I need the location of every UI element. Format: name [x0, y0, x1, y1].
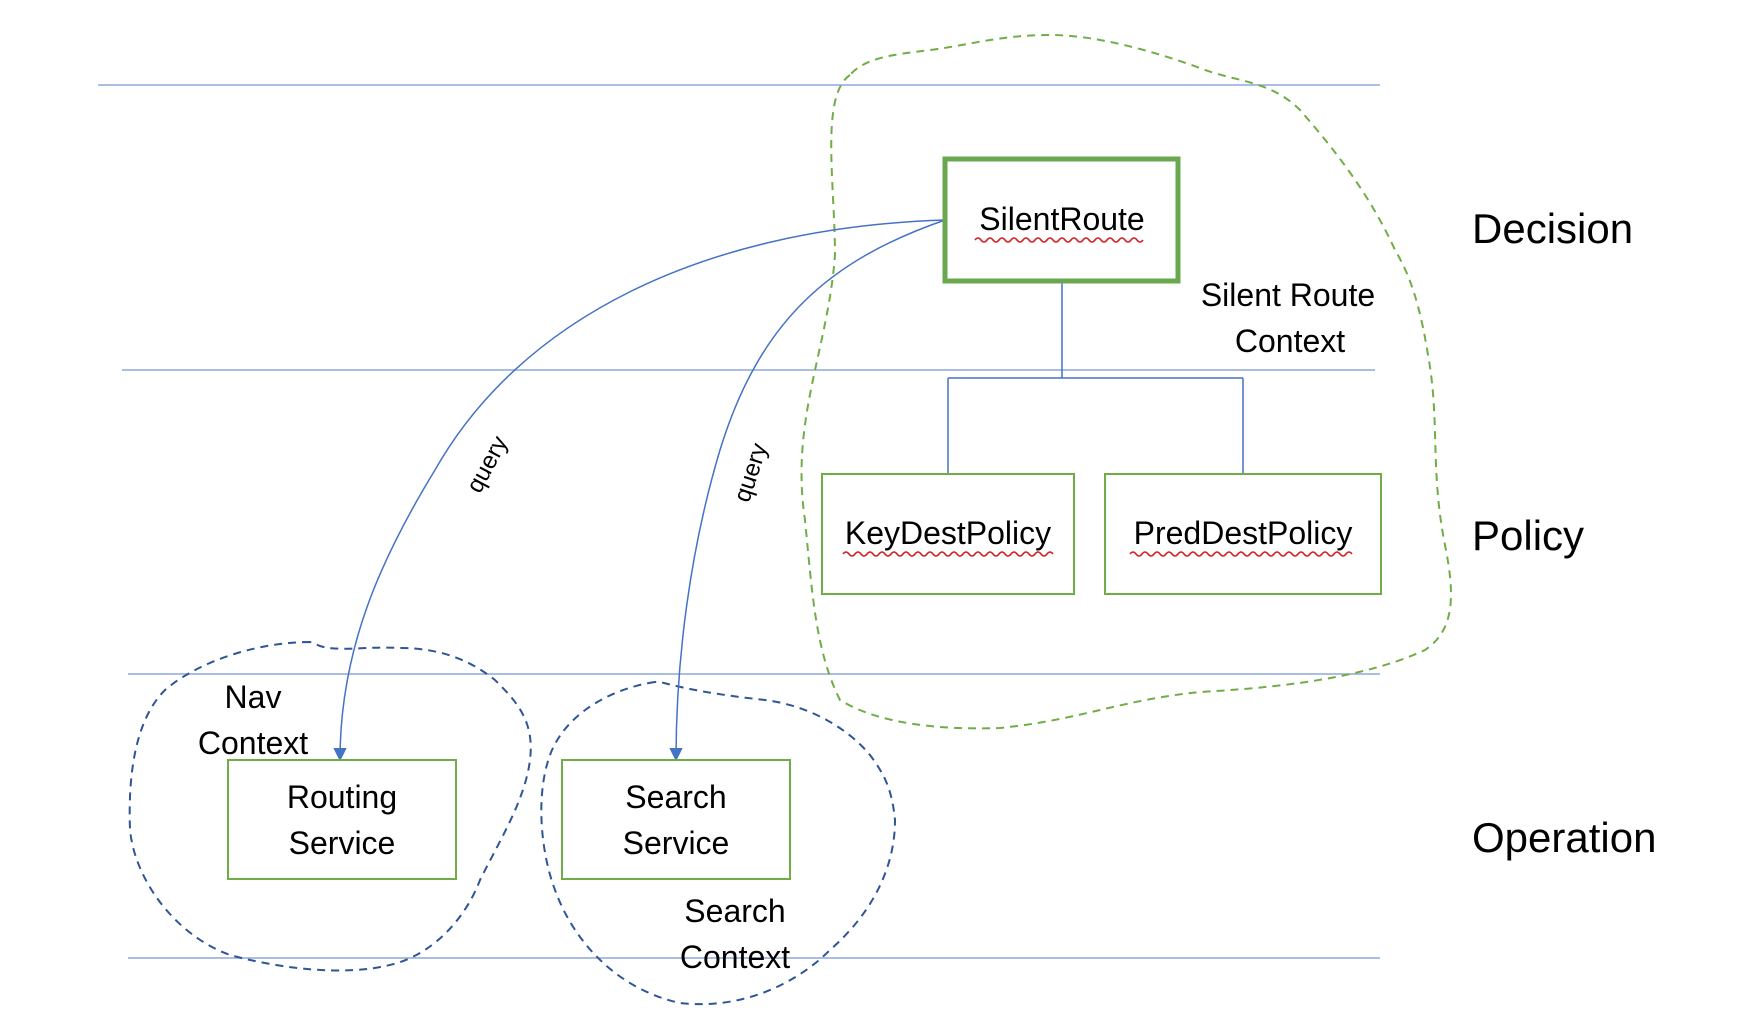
silent-route-context-boundary: [800, 33, 1452, 730]
search-service-label-line1: Search: [625, 779, 726, 815]
nav-context-label-line2: Context: [198, 725, 308, 761]
silent-route-context-label-line2: Context: [1235, 323, 1345, 359]
layer-label-decision: Decision: [1472, 205, 1633, 252]
query-arrow-to-search-service: [669, 219, 946, 762]
search-service-label-line2: Service: [623, 825, 730, 861]
nav-context-label-line1: Nav: [225, 679, 282, 715]
spellcheck-underline: [974, 237, 1144, 243]
query-label-routing: query: [461, 432, 513, 498]
routing-service-label-line1: Routing: [287, 779, 397, 815]
search-context-label-line1: Search: [684, 893, 785, 929]
silent-route-label: SilentRoute: [979, 201, 1144, 237]
nav-context-boundary: [128, 640, 532, 972]
silent-route-node[interactable]: SilentRoute: [942, 156, 1181, 284]
routing-service-label-line2: Service: [289, 825, 396, 861]
key-dest-policy-node[interactable]: KeyDestPolicy: [821, 473, 1075, 595]
routing-service-node[interactable]: Routing Service: [227, 759, 457, 880]
search-service-node[interactable]: Search Service: [561, 759, 791, 880]
search-context-boundary: [540, 681, 897, 1006]
pred-dest-policy-label: PredDestPolicy: [1134, 515, 1353, 551]
layer-label-operation: Operation: [1472, 814, 1656, 861]
silent-route-context-label-line1: Silent Route: [1201, 277, 1375, 313]
key-dest-policy-label: KeyDestPolicy: [845, 515, 1051, 551]
spellcheck-underline: [842, 551, 1054, 557]
pred-dest-policy-node[interactable]: PredDestPolicy: [1104, 473, 1382, 595]
spellcheck-underline: [1129, 551, 1353, 557]
layer-label-policy: Policy: [1472, 512, 1584, 559]
query-label-search: query: [729, 440, 773, 505]
search-context-label-line2: Context: [680, 939, 790, 975]
query-arrow-to-routing-service: [333, 219, 946, 762]
